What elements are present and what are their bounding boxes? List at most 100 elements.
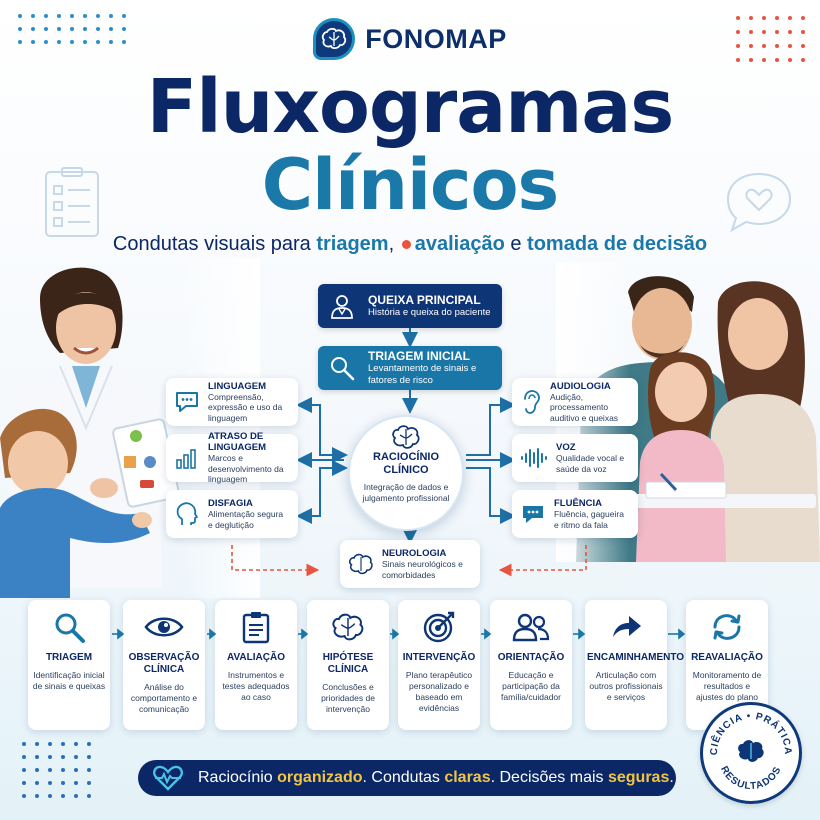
user-icon [328, 292, 356, 320]
photo-clinician-with-child [0, 258, 260, 598]
footer-banner: Raciocínio organizado. Condutas claras. … [138, 760, 676, 796]
page-title-line2: Clínicos [261, 144, 559, 226]
refresh-icon [686, 610, 768, 644]
step-triagem[interactable]: TRIAGEM Identificação inicial de sinais … [28, 600, 110, 730]
step-desc: Análise do comportamento e comunicação [130, 682, 198, 715]
step-title: TRIAGEM [45, 652, 93, 663]
step-desc: Instrumentos e testes adequados ao caso [222, 670, 290, 703]
brain-icon [350, 425, 462, 449]
step-arrows [112, 628, 686, 640]
brain-logo-icon [313, 18, 356, 60]
brand-name: FONOMAP [365, 23, 507, 54]
node-atraso-de-linguagem[interactable]: ATRASO DE LINGUAGEM Marcos e desenvolvim… [166, 431, 298, 485]
banner-highlight: seguras [607, 769, 670, 786]
node-voz[interactable]: VOZ Qualidade vocal e saúde da voz [512, 434, 638, 482]
sound-wave-icon [520, 447, 548, 469]
step-title: HIPÓTESE CLÍNICA [322, 652, 374, 675]
decorative-dots-top-left [18, 14, 126, 44]
subtitle-prefix: Condutas visuais para [112, 233, 317, 255]
node-title: FLUÊNCIA [554, 497, 603, 509]
node-title: DISFAGIA [208, 497, 253, 509]
brain-icon [348, 553, 374, 575]
step-title: ORIENTAÇÃO [497, 652, 565, 663]
step-title: ENCAMINHAMENTO [587, 652, 685, 663]
step-intervencao[interactable]: INTERVENÇÃO Plano terapêutico personaliz… [398, 600, 480, 730]
node-title: LINGUAGEM [208, 380, 267, 392]
bar-chart-icon [174, 446, 200, 470]
decorative-dots-bottom-left [22, 742, 91, 798]
head-profile-icon [174, 501, 200, 527]
banner-highlight: claras [444, 769, 491, 786]
heart-bubble-decoration-icon [726, 172, 792, 233]
node-audiologia[interactable]: AUDIOLOGIA Audição, processamento auditi… [512, 378, 638, 426]
forward-arrow-icon [585, 610, 667, 644]
node-title: QUEIXA PRINCIPAL [368, 293, 481, 308]
step-desc: Articulação com outros profissionais e s… [589, 670, 663, 703]
page-subtitle: Condutas visuais para triagem, avaliação… [0, 233, 820, 256]
node-fluencia[interactable]: FLUÊNCIA Fluência, gagueira e ritmo da f… [512, 490, 638, 538]
node-raciocinio-clinico[interactable]: RACIOCÍNIO CLÍNICO Integração de dados e… [348, 415, 464, 531]
node-desc: Audição, processamento auditivo e queixa… [550, 391, 619, 423]
step-desc: Conclusões e prioridades de intervenção [321, 682, 375, 715]
banner-part: . [669, 769, 674, 786]
seal-bottom-text: RESULTADOS [718, 765, 783, 793]
node-linguagem[interactable]: LINGUAGEM Compreensão, expressão e uso d… [166, 378, 298, 426]
subtitle-word-decisao: tomada de decisão [527, 233, 708, 255]
node-neurologia[interactable]: NEUROLOGIA Sinais neurológicos e comorbi… [340, 540, 480, 588]
step-avaliacao[interactable]: AVALIAÇÃO Instrumentos e testes adequado… [215, 600, 297, 730]
ear-icon [520, 389, 542, 415]
node-title: NEUROLOGIA [382, 547, 447, 559]
node-desc: Qualidade vocal e saúde da voz [556, 452, 625, 474]
node-desc: Integração de dados e julgamento profiss… [362, 482, 450, 503]
step-desc: Monitoramento de resultados e ajustes do… [692, 670, 762, 703]
node-title: ATRASO DE LINGUAGEM [208, 431, 267, 454]
node-title: VOZ [556, 441, 576, 453]
node-triagem-inicial[interactable]: TRIAGEM INICIAL Levantamento de sinais e… [318, 346, 502, 390]
step-title: OBSERVAÇÃO CLÍNICA [128, 652, 200, 675]
step-desc: Plano terapêutico personalizado e basead… [405, 670, 473, 714]
node-desc: Levantamento de sinais e fatores de risc… [368, 363, 477, 386]
step-encaminhamento[interactable]: ENCAMINHAMENTO Articulação com outros pr… [585, 600, 685, 730]
clipboard-icon [215, 610, 297, 644]
node-desc: Sinais neurológicos e comorbidades [382, 558, 463, 580]
step-hipotese-clinica[interactable]: HIPÓTESE CLÍNICA Conclusões e prioridade… [307, 600, 389, 730]
heart-pulse-icon [152, 765, 184, 791]
brand-header: FONOMAP [0, 18, 820, 60]
seal-badge: CIÊNCIA • PRÁTICA RESULTADOS [700, 702, 802, 804]
brain-icon [307, 610, 389, 644]
node-desc: Fluência, gagueira e ritmo da fala [554, 508, 624, 530]
people-icon [490, 610, 572, 644]
search-icon [28, 610, 110, 644]
subtitle-sep: , [388, 233, 400, 255]
node-queixa-principal[interactable]: QUEIXA PRINCIPAL História e queixa do pa… [318, 284, 502, 328]
subtitle-word-avaliacao: avaliação [414, 233, 505, 255]
banner-highlight: organizado [277, 769, 363, 786]
seal-brain-icon [738, 740, 764, 762]
subtitle-mid: e [504, 233, 528, 255]
node-desc: Compreensão, expressão e uso da linguage… [208, 391, 283, 423]
step-title: REAVALIAÇÃO [691, 652, 763, 663]
subtitle-bullet [401, 240, 411, 249]
step-desc: Identificação inicial de sinais e queixa… [32, 670, 106, 692]
search-icon [328, 354, 356, 382]
decorative-dots-top-right [736, 16, 805, 62]
banner-part: Raciocínio [198, 769, 278, 786]
banner-part: . Condutas [362, 769, 445, 786]
node-title: AUDIOLOGIA [550, 380, 611, 392]
svg-text:RESULTADOS: RESULTADOS [718, 765, 784, 793]
node-title: RACIOCÍNIO CLÍNICO [373, 451, 439, 476]
banner-part: . Decisões mais [490, 769, 608, 786]
node-disfagia[interactable]: DISFAGIA Alimentação segura e deglutição [166, 490, 298, 538]
node-title: TRIAGEM INICIAL [368, 349, 470, 364]
subtitle-word-triagem: triagem [316, 233, 389, 255]
node-desc: Alimentação segura e deglutição [208, 508, 284, 530]
step-desc: Educação e participação da família/cuida… [500, 670, 561, 703]
eye-icon [123, 610, 205, 644]
banner-text: Raciocínio organizado. Condutas claras. … [198, 769, 674, 787]
chat-bubble-icon [520, 502, 546, 526]
step-observacao-clinica[interactable]: OBSERVAÇÃO CLÍNICA Análise do comportame… [123, 600, 205, 730]
node-desc: Marcos e desenvolvimento da linguagem [208, 453, 284, 485]
step-orientacao[interactable]: ORIENTAÇÃO Educação e participação da fa… [490, 600, 572, 730]
node-desc: História e queixa do paciente [368, 307, 491, 319]
